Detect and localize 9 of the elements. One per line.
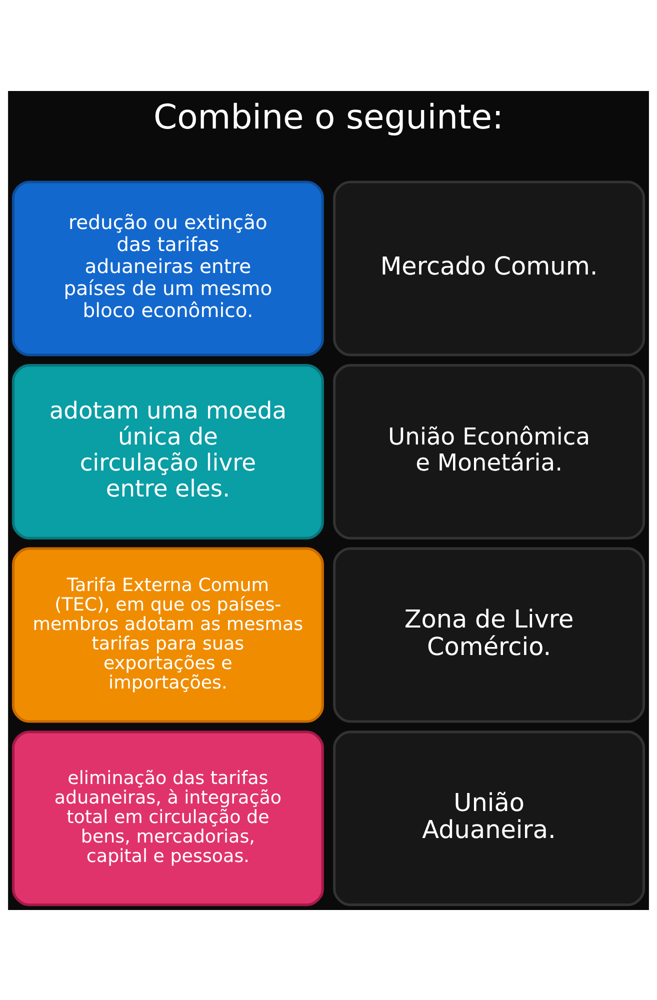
node-box: redução ou extinção das tarifas aduaneiras entre países de um mesmo bloco econômico.	[12, 180, 324, 356]
node-box: União Econômica e Monetária.	[333, 364, 646, 539]
node-box: eliminação das tarifas aduaneiras, à integração total em circulação de bens, mercadorias, capital e pessoas.	[12, 730, 324, 906]
node-box: Mercado Comum.	[333, 180, 646, 356]
node-box: adotam uma moeda única de circulação livre entre eles.	[12, 364, 324, 539]
node-box: Zona de Livre Comércio.	[333, 546, 646, 722]
node-box: União Aduaneira.	[333, 730, 646, 906]
node-box: Tarifa Externa Comum (TEC), em que os países-membros adotam as mesmas tarifas para suas exportações e importações.	[12, 546, 324, 722]
diagram-title: Combine o seguinte:	[154, 96, 504, 136]
